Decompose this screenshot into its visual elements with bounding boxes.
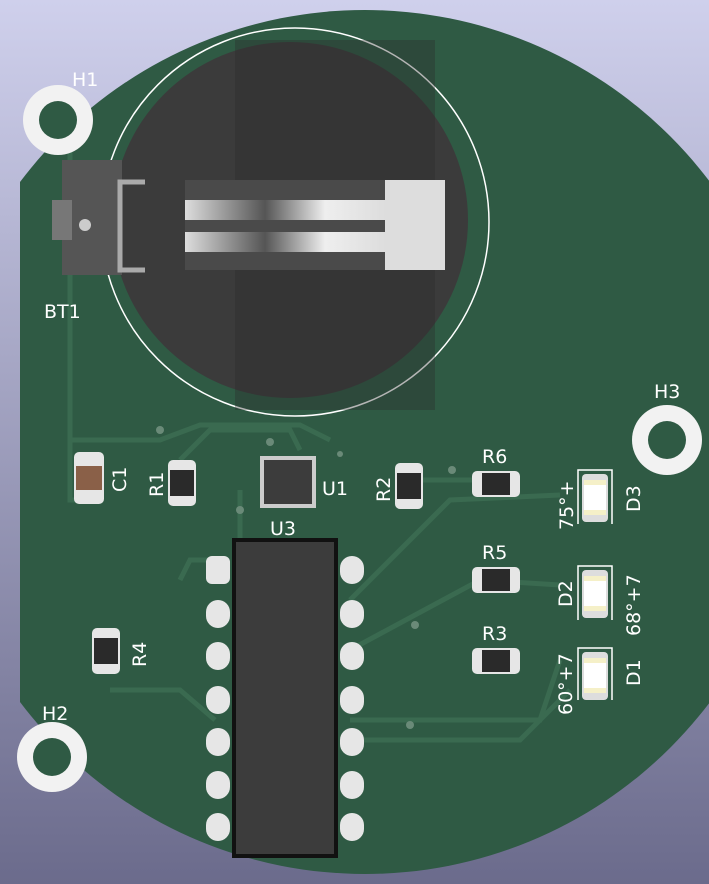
- label-u3: U3: [270, 518, 296, 540]
- led-d3: [577, 469, 613, 524]
- capacitor-c1: [74, 452, 104, 504]
- label-u1: U1: [322, 478, 348, 500]
- resistor-r4: [92, 628, 120, 674]
- ic-u3: [206, 538, 364, 858]
- label-r2: R2: [373, 477, 395, 502]
- label-d2-temp: 68°+7: [623, 574, 645, 636]
- label-r6: R6: [482, 446, 507, 468]
- label-d1: D1: [623, 659, 645, 686]
- ic-u1: [260, 456, 316, 508]
- label-d2: D2: [555, 580, 577, 607]
- resistor-r6: [472, 471, 520, 497]
- label-d3: D3: [623, 485, 645, 512]
- label-c1: C1: [109, 467, 131, 492]
- label-d3-temp: 75°+: [556, 480, 578, 530]
- resistor-r1: [168, 460, 196, 506]
- resistor-r5: [472, 567, 520, 593]
- resistor-r3: [472, 648, 520, 674]
- led-d2: [577, 565, 613, 620]
- label-r5: R5: [482, 542, 507, 564]
- label-d1-temp: 60°+7: [555, 653, 577, 715]
- battery-holder-bt1: [52, 27, 490, 417]
- vias: [156, 426, 456, 729]
- resistor-r2: [395, 463, 423, 509]
- silkscreen-labels: H1 H2 H3 BT1 U3 U1 R6 R5 R3 C1 R1 R2 R4 …: [42, 69, 680, 725]
- label-h2: H2: [42, 703, 68, 725]
- mounting-hole-h2: [17, 722, 87, 792]
- label-r4: R4: [129, 642, 151, 667]
- mounting-hole-h3: [632, 405, 702, 475]
- label-r1: R1: [146, 472, 168, 497]
- mounting-hole-h1: [23, 85, 93, 155]
- label-h1: H1: [72, 69, 98, 91]
- led-d1: [577, 647, 613, 700]
- label-h3: H3: [654, 381, 680, 403]
- label-r3: R3: [482, 623, 507, 645]
- label-bt1: BT1: [44, 301, 81, 323]
